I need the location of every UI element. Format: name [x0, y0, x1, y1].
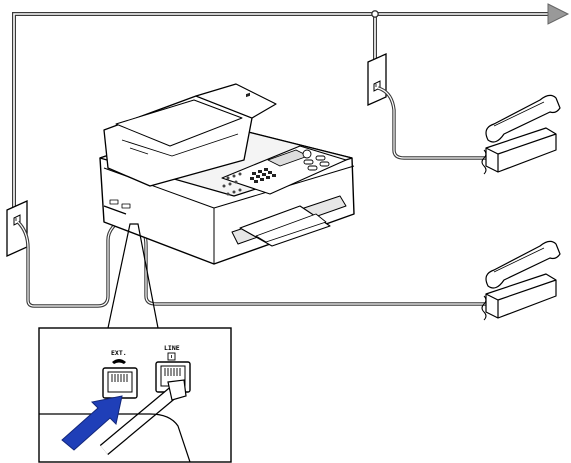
ext-phone-icon [112, 359, 126, 364]
telephone-line [12, 10, 548, 218]
phone-cord [377, 86, 492, 160]
insertion-arrow-icon [61, 395, 123, 451]
line-port-label: LINE [164, 344, 180, 352]
callout-pointer [107, 223, 159, 329]
junction-dot [371, 10, 379, 18]
arrow-right-icon [547, 3, 570, 25]
fax-machine-icon [99, 83, 355, 265]
telephone-icon [481, 240, 561, 321]
wall-jack-icon [367, 52, 387, 107]
telephone-icon [481, 94, 561, 175]
ext-port-label: EXT. [111, 349, 127, 357]
